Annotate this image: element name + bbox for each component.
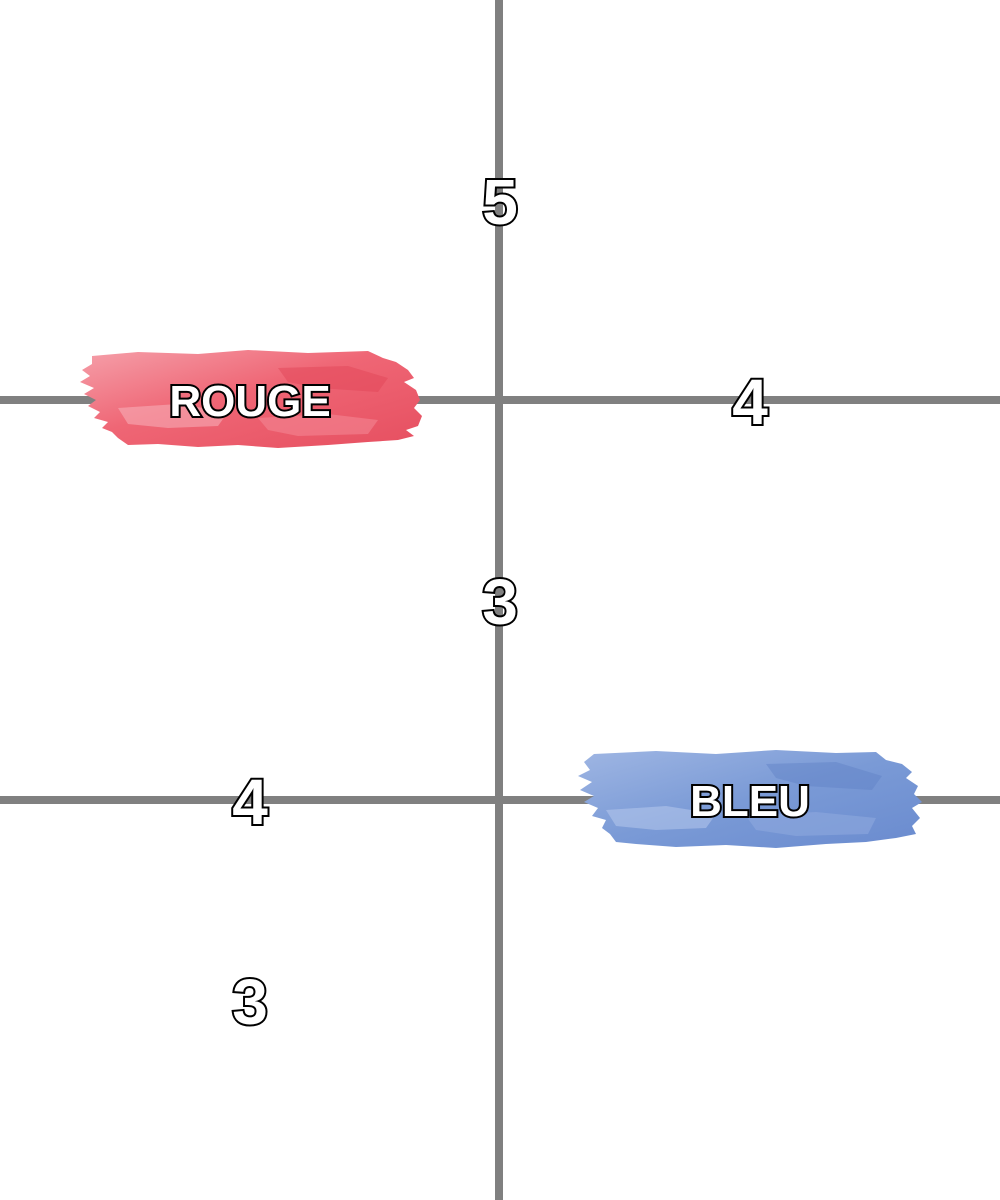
bleu-label: BLEU bbox=[688, 777, 812, 826]
number-left-bottom: 3 bbox=[230, 966, 270, 1038]
number-center-middle: 3 bbox=[480, 566, 520, 638]
rouge-label: ROUGE bbox=[167, 377, 332, 426]
vertical-grid-line bbox=[495, 0, 503, 1200]
blue-paint-stroke bbox=[578, 750, 922, 848]
red-paint-stroke bbox=[80, 350, 422, 448]
number-left-lower: 4 bbox=[230, 766, 270, 838]
number-right-upper: 4 bbox=[730, 366, 770, 438]
lower-horizontal-grid-line bbox=[0, 796, 1000, 804]
number-top-center: 5 bbox=[480, 166, 520, 238]
upper-horizontal-grid-line bbox=[0, 396, 1000, 404]
